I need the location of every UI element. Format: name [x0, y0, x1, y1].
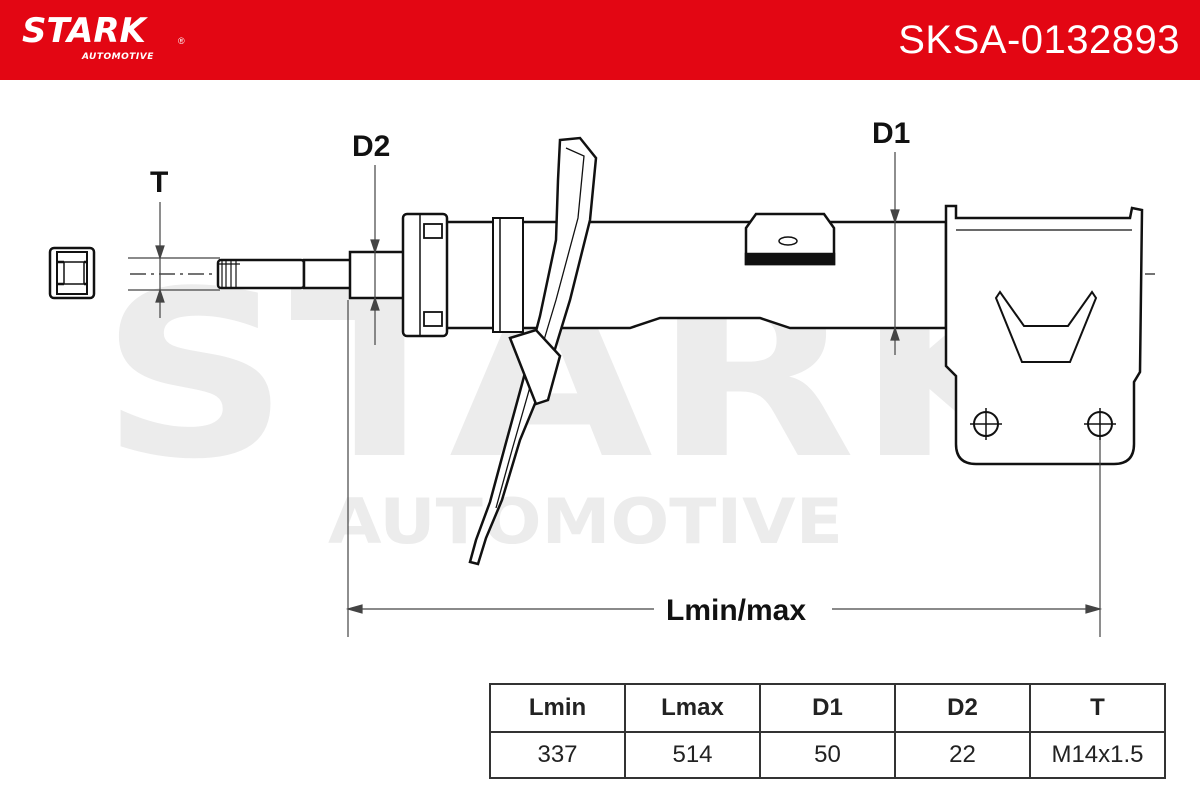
knuckle-bracket [944, 204, 1144, 466]
watermark-sub: AUTOMOTIVE [328, 485, 843, 558]
value-d2: 22 [894, 731, 1031, 779]
header-lmin: Lmin [489, 683, 626, 733]
label-t: T [150, 166, 168, 199]
dimension-length [345, 300, 1103, 637]
value-t: M14x1.5 [1029, 731, 1166, 779]
label-d1: D1 [872, 117, 910, 150]
spec-table: Lmin Lmax D1 D2 T 337 514 50 22 M14x1.5 [489, 683, 1166, 779]
value-lmin: 337 [489, 731, 626, 779]
part-number: SKSA-0132893 [898, 18, 1180, 62]
spec-table-header-row: Lmin Lmax D1 D2 T [489, 683, 1166, 733]
label-length: Lmin/max [666, 594, 806, 627]
header-lmax: Lmax [624, 683, 761, 733]
header-bar: STARK ® AUTOMOTIVE SKSA-0132893 [0, 0, 1200, 80]
nut [48, 246, 96, 300]
shock-absorber-drawing: STARK AUTOMOTIVE R [48, 117, 1155, 637]
dimension-t [128, 202, 220, 318]
registered-mark: ® [178, 36, 185, 46]
strut-body [401, 212, 948, 338]
label-d2: D2 [352, 130, 390, 163]
header-d2: D2 [894, 683, 1031, 733]
spring-plate [468, 136, 598, 566]
value-d1: 50 [759, 731, 896, 779]
header-d1: D1 [759, 683, 896, 733]
header-t: T [1029, 683, 1166, 733]
brand-name: STARK [22, 11, 146, 51]
brand-subtitle: AUTOMOTIVE [82, 52, 154, 62]
brand-logo: STARK ® AUTOMOTIVE [22, 11, 185, 62]
dimension-d1 [890, 152, 900, 355]
value-lmax: 514 [624, 731, 761, 779]
dimension-d2 [370, 165, 380, 345]
spec-table-value-row: 337 514 50 22 M14x1.5 [489, 731, 1166, 779]
